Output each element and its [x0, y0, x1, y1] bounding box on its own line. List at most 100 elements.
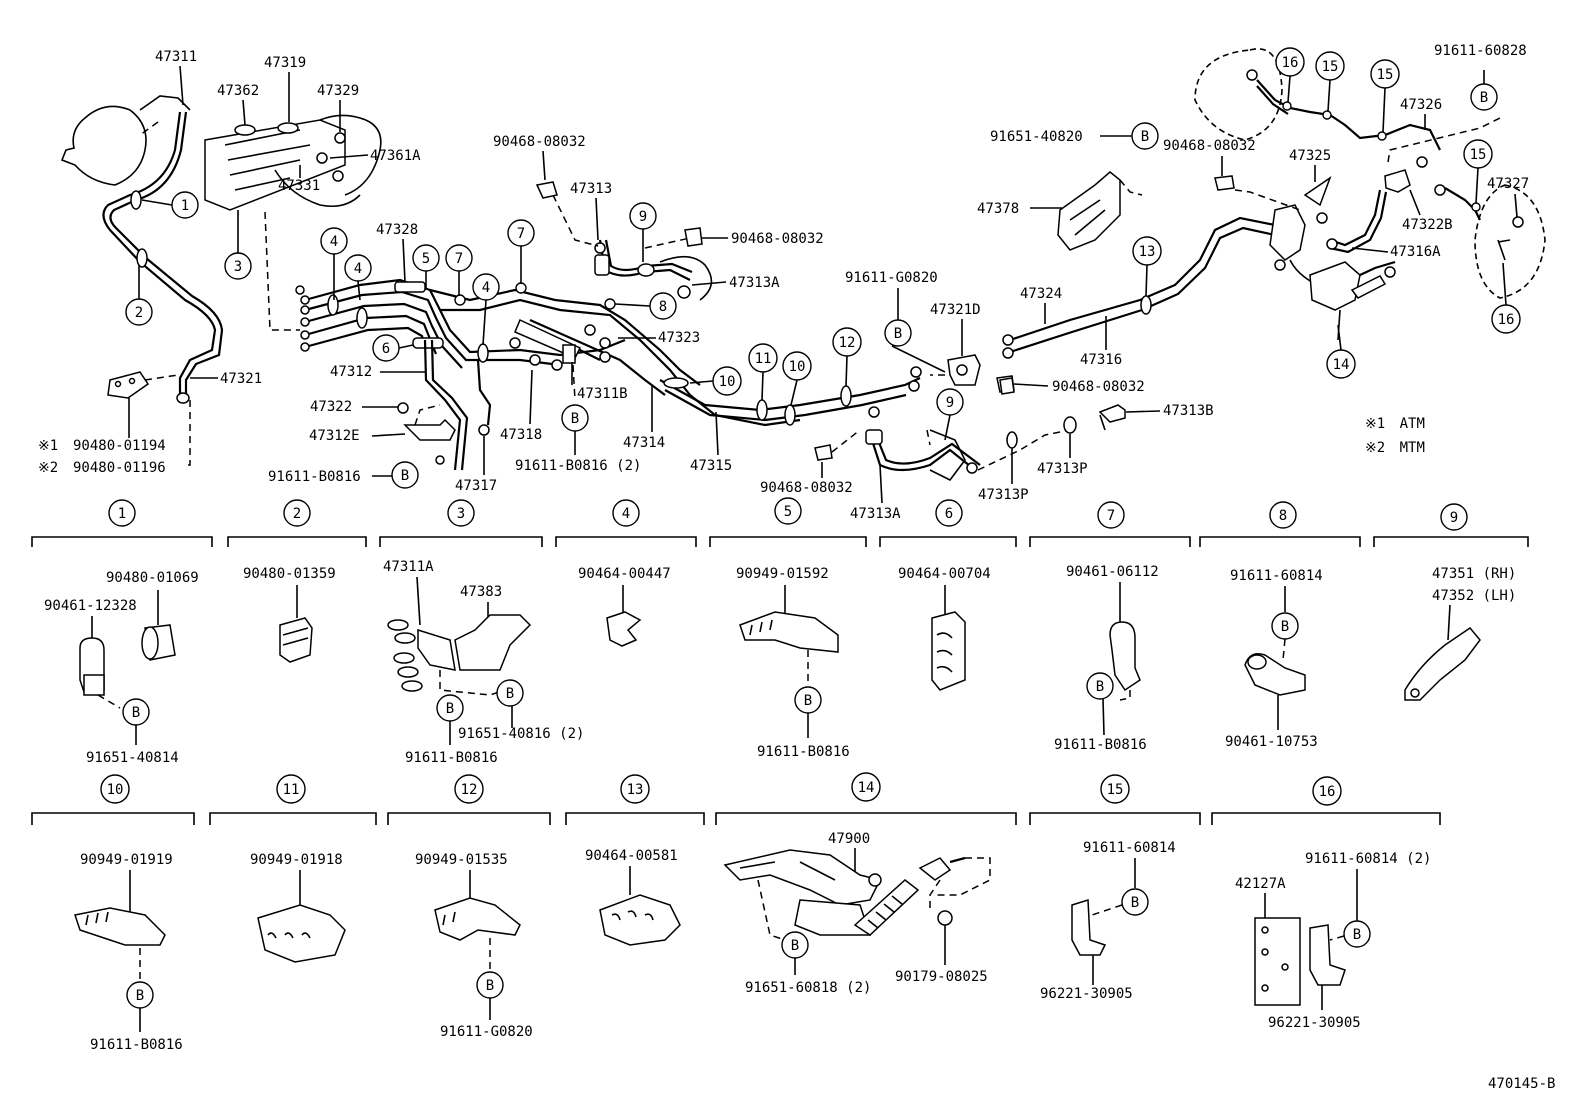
callout-47312: 47312 [330, 364, 372, 380]
detail-7-part-a: 90461-06112 [1066, 564, 1159, 580]
callout-47321D: 47321D [930, 302, 981, 318]
detail-11-part-a: 90949-01918 [250, 852, 343, 868]
marker-4a: 4 [320, 227, 348, 255]
detail-1-part-c: 91651-40814 [86, 750, 179, 766]
callout-90480-01194: 90480-01194 [73, 438, 166, 454]
detail-12-part-a: 90949-01535 [415, 852, 508, 868]
callout-91611-G0820: 91611-G0820 [845, 270, 938, 286]
detail-9-part-b: 47352 (LH) [1432, 588, 1516, 604]
detail-marker-8: 8 [1269, 501, 1297, 529]
callout-90468-08032-e: 90468-08032 [1163, 138, 1256, 154]
detail-15-part-a: 91611-60814 [1083, 840, 1176, 856]
detail-16-part-b: 91611-60814 (2) [1305, 851, 1431, 867]
note-1: ※1 ATM [1365, 416, 1425, 432]
svg-text:3: 3 [457, 506, 465, 522]
callout-47322B: 47322B [1402, 217, 1453, 233]
callout-47327: 47327 [1487, 176, 1529, 192]
detail-15-part-b: 96221-30905 [1040, 986, 1133, 1002]
marker-15b: 15 [1370, 59, 1400, 89]
marker-9a: 9 [629, 202, 657, 230]
detail-7-part-b: 91611-B0816 [1054, 737, 1147, 753]
detail-marker-9: 9 [1440, 503, 1468, 531]
svg-text:12: 12 [461, 782, 478, 798]
callout-47311B: 47311B [577, 386, 628, 402]
detail-12-part-b: 91611-G0820 [440, 1024, 533, 1040]
detail-marker-14: 14 [851, 772, 881, 802]
svg-text:B: B [486, 978, 494, 994]
detail-row-1: 1 2 3 4 5 6 7 8 9 90480-01069 90461-1232… [31, 497, 1529, 766]
svg-text:10: 10 [107, 782, 124, 798]
detail-14-part-a: 47900 [828, 831, 870, 847]
svg-text:4: 4 [330, 234, 338, 250]
svg-text:15: 15 [1377, 67, 1394, 83]
callout-47331: 47331 [278, 178, 320, 194]
callout-47325: 47325 [1289, 148, 1331, 164]
svg-text:7: 7 [517, 226, 525, 242]
callout-47323: 47323 [658, 330, 700, 346]
callout-47328: 47328 [376, 222, 418, 238]
marker-7b: 7 [507, 219, 535, 247]
detail-marker-13: 13 [620, 774, 650, 804]
detail-marker-6: 6 [935, 499, 963, 527]
svg-text:B: B [571, 411, 579, 427]
svg-text:2: 2 [135, 305, 143, 321]
detail-8-part-b: 90461-10753 [1225, 734, 1318, 750]
svg-text:16: 16 [1498, 312, 1515, 328]
svg-text:2: 2 [293, 506, 301, 522]
callout-91651-40820: 91651-40820 [990, 129, 1083, 145]
callout-47313: 47313 [570, 181, 612, 197]
marker-5: 5 [412, 244, 440, 272]
callout-47312E: 47312E [309, 428, 360, 444]
svg-text:11: 11 [283, 782, 300, 798]
callout-47324: 47324 [1020, 286, 1062, 302]
marker-10b: 10 [782, 351, 812, 381]
marker-3: 3 [224, 252, 252, 280]
svg-text:10: 10 [789, 359, 806, 375]
detail-10-part-b: 91611-B0816 [90, 1037, 183, 1053]
brake-lines-assembly [60, 48, 1546, 482]
marker-4c: 4 [472, 273, 500, 301]
detail-5-part-b: 91611-B0816 [757, 744, 850, 760]
svg-text:15: 15 [1470, 147, 1487, 163]
svg-text:13: 13 [1139, 244, 1156, 260]
callout-47362: 47362 [217, 83, 259, 99]
callout-47361A: 47361A [370, 148, 421, 164]
detail-row-2: 10 11 12 13 14 15 16 90949-01919 B 91611… [31, 772, 1441, 1053]
bolt-markers: B B B B B [391, 70, 1498, 489]
svg-text:8: 8 [659, 299, 667, 315]
detail-8-part-a: 91611-60814 [1230, 568, 1323, 584]
detail-9-part-a: 47351 (RH) [1432, 566, 1516, 582]
detail-marker-2: 2 [283, 499, 311, 527]
svg-text:13: 13 [627, 782, 644, 798]
svg-text:9: 9 [946, 395, 954, 411]
svg-text:5: 5 [422, 251, 430, 267]
b-marker-2: B [561, 404, 589, 432]
diagram-id: 470145-B [1488, 1076, 1555, 1092]
detail-marker-11: 11 [276, 774, 306, 804]
callout-47313P-b: 47313P [978, 487, 1029, 503]
detail-marker-5: 5 [774, 497, 802, 525]
detail-16-part-a: 42127A [1235, 876, 1286, 892]
note-mark-2: ※2 [38, 460, 58, 476]
svg-text:9: 9 [639, 209, 647, 225]
callout-47314: 47314 [623, 435, 665, 451]
callout-91611-60828: 91611-60828 [1434, 43, 1527, 59]
svg-text:6: 6 [945, 506, 953, 522]
detail-marker-7: 7 [1097, 501, 1125, 529]
marker-1: 1 [171, 191, 199, 219]
marker-10a: 10 [712, 366, 742, 396]
detail-1-part-b: 90461-12328 [44, 598, 137, 614]
b-marker-1: B [391, 461, 419, 489]
callout-90468-08032-b: 90468-08032 [731, 231, 824, 247]
callout-47316: 47316 [1080, 352, 1122, 368]
callout-90480-01196: 90480-01196 [73, 460, 166, 476]
callout-47319: 47319 [264, 55, 306, 71]
detail-3-part-d: 91611-B0816 [405, 750, 498, 766]
svg-text:12: 12 [839, 335, 856, 351]
svg-text:14: 14 [1333, 357, 1350, 373]
svg-text:B: B [894, 326, 902, 342]
svg-text:B: B [1281, 619, 1289, 635]
marker-4b: 4 [344, 254, 372, 282]
svg-text:8: 8 [1279, 508, 1287, 524]
callout-90468-08032-a: 90468-08032 [493, 134, 586, 150]
